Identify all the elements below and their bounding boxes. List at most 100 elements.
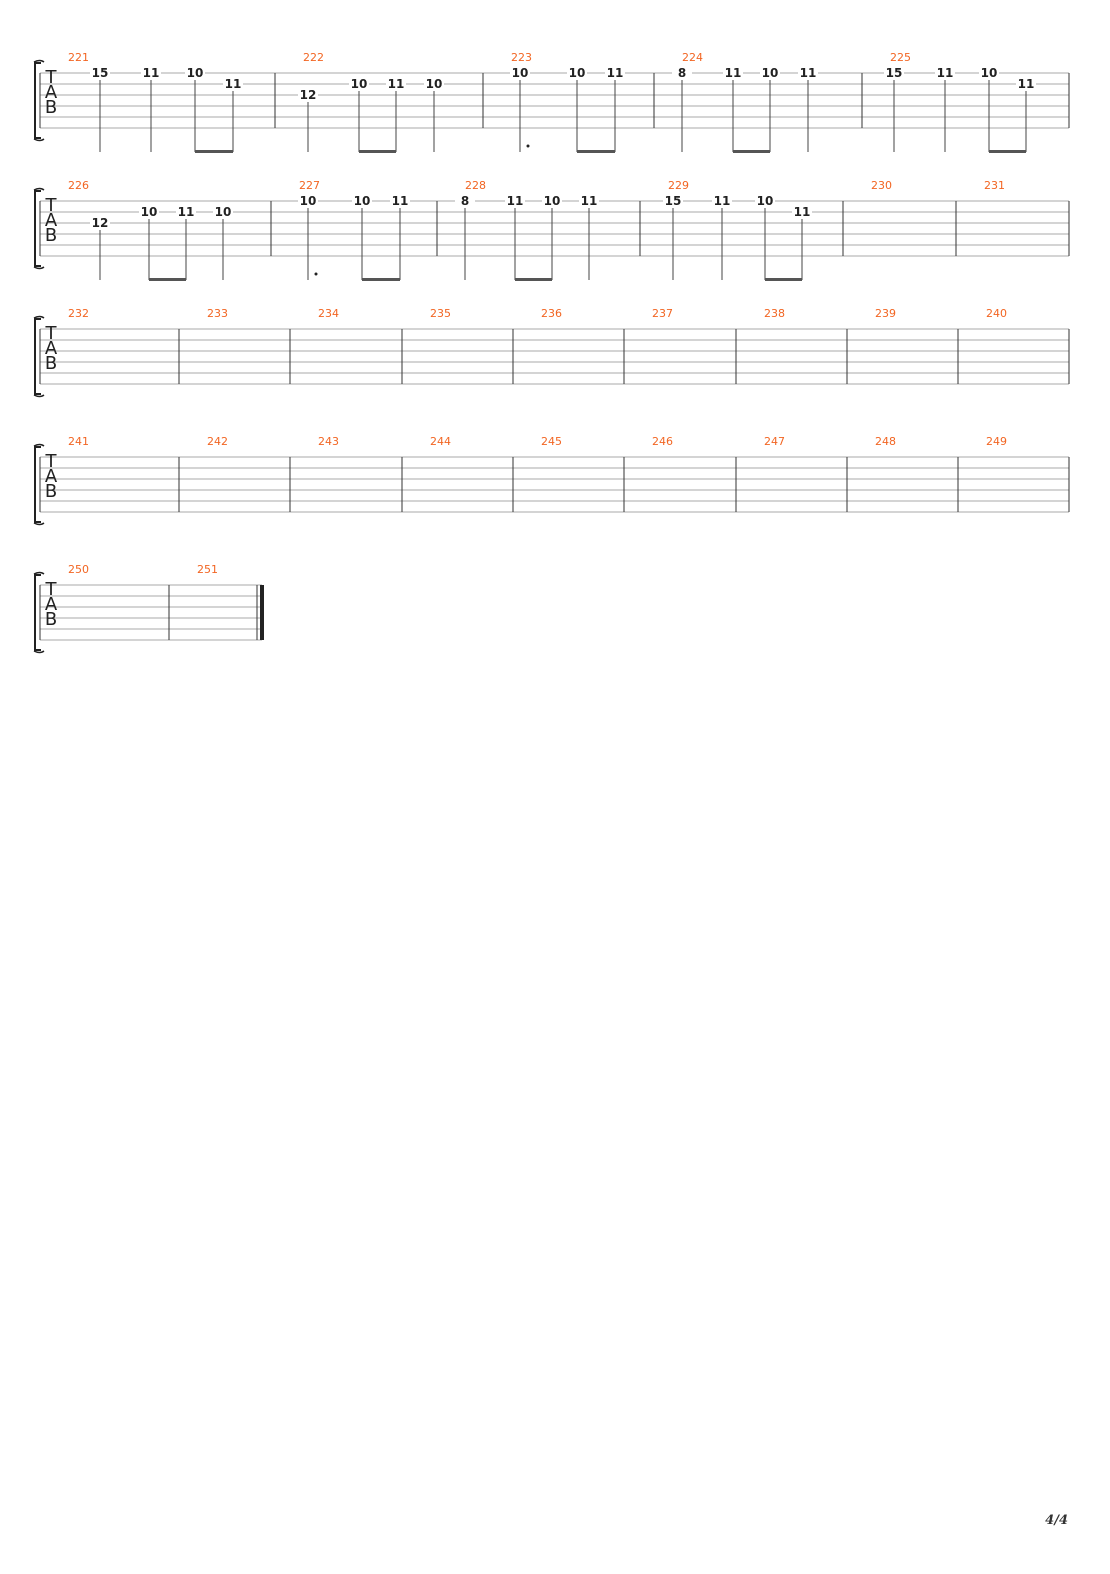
beam [359,150,396,153]
bracket-hook-bottom [33,650,45,654]
fret-mask [90,66,110,78]
tab-clef-letter: T [45,67,58,88]
fret-mask [755,194,775,206]
fret-mask [390,194,410,206]
fret-mask [176,205,196,217]
tab-clef-letter: B [45,225,57,246]
tab-clef-letter: T [45,323,58,344]
fret-mask [139,205,159,217]
fret-number: 11 [714,194,731,208]
fret-mask [605,66,625,78]
bracket-hook-bottom [33,138,45,142]
measure-number: 242 [207,435,228,448]
tab-clef-letter: B [45,97,57,118]
tab-clef-letter: A [45,338,58,359]
measure-number: 249 [986,435,1007,448]
fret-mask [663,194,683,206]
fret-mask [352,194,372,206]
beam [733,150,770,153]
beam [195,150,233,153]
fret-mask [579,194,599,206]
fret-number: 10 [300,194,317,208]
fret-number: 12 [92,216,109,230]
fret-mask [542,194,562,206]
fret-mask [798,66,818,78]
fret-number: 11 [607,66,624,80]
measure-number: 247 [764,435,785,448]
measure-number: 233 [207,307,228,320]
fret-number: 10 [512,66,529,80]
fret-number: 15 [665,194,682,208]
fret-number: 11 [507,194,524,208]
fret-number: 10 [981,66,998,80]
bracket-hook-bottom [33,522,45,526]
beam [149,278,186,281]
tab-clef-letter: B [45,353,57,374]
fret-number: 15 [92,66,109,80]
measure-number: 225 [890,51,911,64]
measure-number: 245 [541,435,562,448]
fret-mask [567,66,587,78]
measure-number: 244 [430,435,451,448]
tab-clef-letter: A [45,210,58,231]
fret-number: 10 [354,194,371,208]
measure-number: 232 [68,307,89,320]
measure-number: 229 [668,179,689,192]
fret-mask [223,77,243,89]
fret-mask [884,66,904,78]
fret-number: 10 [762,66,779,80]
bracket-hook-bottom [33,266,45,270]
measure-number: 239 [875,307,896,320]
fret-number: 11 [178,205,195,219]
fret-mask [792,205,812,217]
fret-mask [349,77,369,89]
measure-number: 235 [430,307,451,320]
measure-number: 237 [652,307,673,320]
fret-mask [979,66,999,78]
bracket-hook-top [33,571,45,575]
beam [989,150,1026,153]
measure-number: 224 [682,51,703,64]
bracket-hook-top [33,315,45,319]
fret-mask [141,66,161,78]
fret-number: 8 [461,194,469,208]
beam [765,278,802,281]
page-number: 4/4 [1045,1513,1068,1528]
measure-number: 223 [511,51,532,64]
fret-number: 10 [215,205,232,219]
fret-mask [298,88,318,100]
fret-number: 11 [794,205,811,219]
fret-number: 8 [678,66,686,80]
tab-clef-letter: B [45,609,57,630]
staff-bracket [34,318,41,395]
fret-mask [712,194,732,206]
bracket-hook-top [33,59,45,63]
tab-clef-letter: B [45,481,57,502]
measure-number: 238 [764,307,785,320]
fret-number: 11 [388,77,405,91]
fret-mask [298,194,318,206]
measure-number: 243 [318,435,339,448]
measure-number: 231 [984,179,1005,192]
fret-number: 11 [937,66,954,80]
fret-number: 10 [569,66,586,80]
fret-mask [672,66,692,78]
measure-number: 248 [875,435,896,448]
beam [515,278,552,281]
fret-mask [213,205,233,217]
fret-number: 10 [141,205,158,219]
bracket-hook-bottom [33,394,45,398]
fret-number: 11 [1018,77,1035,91]
staff-bracket [34,446,41,523]
measure-number: 226 [68,179,89,192]
tab-clef-letter: A [45,82,58,103]
measure-number: 228 [465,179,486,192]
measure-number: 236 [541,307,562,320]
rhythm-dot [526,144,530,148]
bracket-hook-top [33,187,45,191]
measure-number: 230 [871,179,892,192]
fret-number: 15 [886,66,903,80]
measure-number: 221 [68,51,89,64]
